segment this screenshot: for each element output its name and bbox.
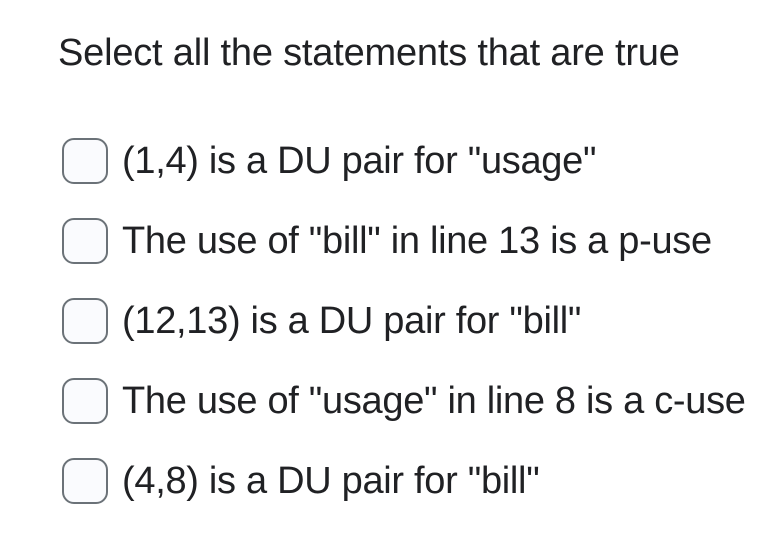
checkbox-option-2[interactable] (62, 218, 108, 264)
option-label-3[interactable]: (12,13) is a DU pair for "bill" (122, 300, 582, 342)
checkbox-option-4[interactable] (62, 378, 108, 424)
checkbox-option-3[interactable] (62, 298, 108, 344)
checkbox-option-5[interactable] (62, 458, 108, 504)
checkbox-option-1[interactable] (62, 138, 108, 184)
option-row-2[interactable]: The use of "bill" in line 13 is a p-use (62, 218, 766, 264)
question-title: Select all the statements that are true (58, 32, 680, 74)
option-row-1[interactable]: (1,4) is a DU pair for "usage" (62, 138, 766, 184)
option-row-4[interactable]: The use of "usage" in line 8 is a c-use (62, 378, 766, 424)
option-label-2[interactable]: The use of "bill" in line 13 is a p-use (122, 220, 712, 262)
options-list: (1,4) is a DU pair for "usage" The use o… (58, 138, 766, 504)
question-container: Select all the statements that are true … (58, 32, 766, 504)
option-row-3[interactable]: (12,13) is a DU pair for "bill" (62, 298, 766, 344)
option-label-5[interactable]: (4,8) is a DU pair for "bill" (122, 460, 540, 502)
option-row-5[interactable]: (4,8) is a DU pair for "bill" (62, 458, 766, 504)
option-label-1[interactable]: (1,4) is a DU pair for "usage" (122, 140, 597, 182)
option-label-4[interactable]: The use of "usage" in line 8 is a c-use (122, 380, 746, 422)
